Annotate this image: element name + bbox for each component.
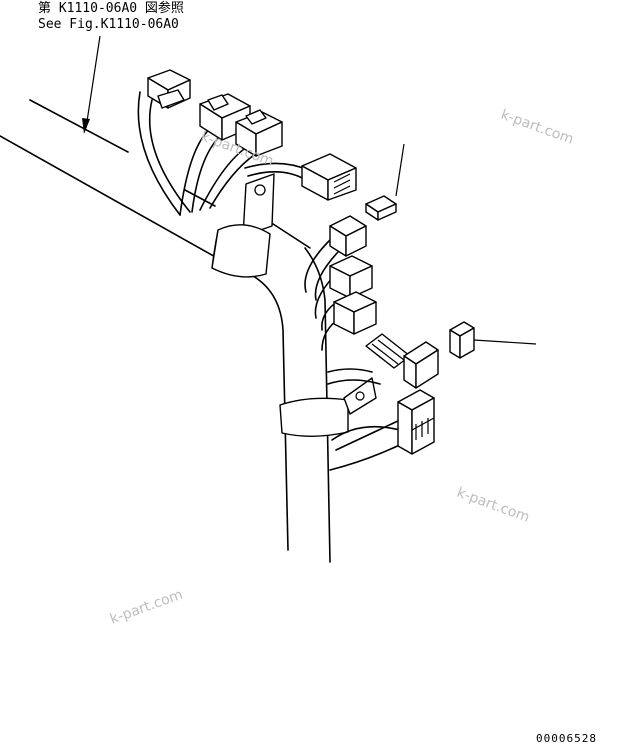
connector-g — [397, 389, 435, 455]
connector-cap-1 — [365, 143, 405, 221]
connector-stack-right — [304, 215, 377, 351]
watermark: k-part.com — [499, 107, 576, 148]
reference-leader-arrow — [82, 35, 101, 134]
connector-cap-2 — [449, 321, 537, 359]
connector-a — [147, 69, 191, 109]
main-trunk-cable — [0, 99, 311, 269]
watermark: k-part.com — [108, 587, 185, 628]
clamp-band-upper — [211, 224, 271, 278]
connector-d — [301, 153, 357, 201]
reference-label-en: See Fig.K1110-06A0 — [38, 17, 179, 32]
connector-f — [403, 341, 439, 389]
clamp-band-lower — [279, 377, 377, 437]
watermark: k-part.com — [455, 485, 532, 526]
connector-c — [235, 109, 283, 157]
reference-label-jp: 第 K1110-06A0 図参照 — [38, 0, 184, 16]
drawing-number: 00006528 — [536, 732, 597, 745]
mounting-bracket — [242, 173, 275, 237]
